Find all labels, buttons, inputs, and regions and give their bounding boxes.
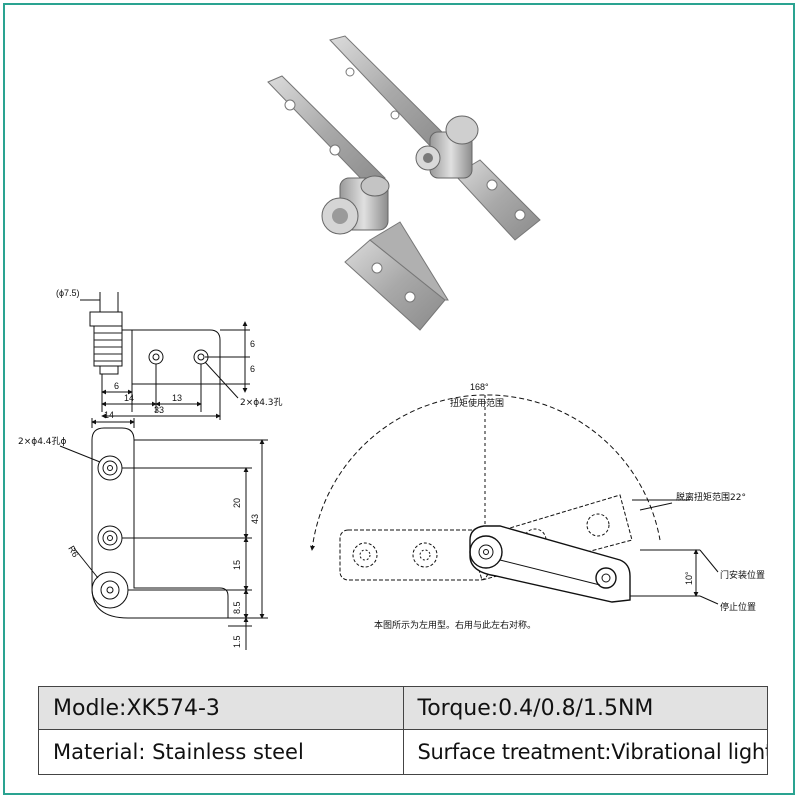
spec-row: Modle:XK574-3 Torque:0.4/0.8/1.5NM (38, 686, 768, 730)
spec-table: Modle:XK574-3 Torque:0.4/0.8/1.5NM Mater… (38, 686, 768, 775)
stop-angle: 10° (684, 571, 694, 585)
top-dim-33: 33 (154, 405, 164, 415)
install-label: 门安装位置 (720, 569, 765, 581)
release-label: 脱离扭矩范围22° (676, 491, 746, 503)
top-dim-13: 13 (172, 393, 182, 403)
motion-range-drawing (310, 394, 719, 605)
top-dim-14: 14 (124, 393, 134, 403)
material-cell: Material: Stainless steel (38, 729, 404, 775)
front-dim-1-5: 1.5 (232, 635, 242, 648)
model-cell: Modle:XK574-3 (38, 686, 404, 730)
front-dim-20: 20 (232, 498, 242, 508)
top-dim-v2: 6 (250, 364, 255, 374)
surface-cell: Surface treatment:Vibrational light (402, 729, 768, 775)
front-dim-43: 43 (250, 514, 260, 524)
torque-cell: Torque:0.4/0.8/1.5NM (402, 686, 768, 730)
front-dim-15: 15 (232, 560, 242, 570)
top-dia-label: (ϕ7.5) (56, 288, 80, 298)
front-hole-label: 2×ϕ4.4孔ϕ (18, 436, 67, 447)
range-angle: 168° (470, 382, 489, 392)
top-dim-6: 6 (114, 381, 119, 391)
stop-label: 停止位置 (720, 601, 756, 613)
image-frame (3, 3, 795, 795)
orientation-note: 本图所示为左用型。右用与此左右对称。 (374, 619, 536, 631)
top-dim-v1: 6 (250, 339, 255, 349)
top-hole-label: 2×ϕ4.3孔 (240, 397, 283, 408)
top-view-drawing (80, 292, 250, 420)
front-dim-8-5: 8.5 (232, 601, 242, 614)
technical-drawing: (ϕ7.5) 6 14 13 33 6 6 2×ϕ4.3孔 14 2×ϕ4.4孔… (18, 35, 765, 650)
front-radius-label: R6 (66, 544, 80, 559)
front-view-drawing (59, 418, 268, 650)
front-width-label: 14 (104, 410, 114, 420)
hinge-left (267, 75, 449, 331)
hinge-right (329, 35, 541, 241)
hinge-photo (267, 35, 541, 331)
spec-row: Material: Stainless steel Surface treatm… (38, 729, 768, 775)
range-label: 扭矩使用范围 (450, 397, 504, 409)
